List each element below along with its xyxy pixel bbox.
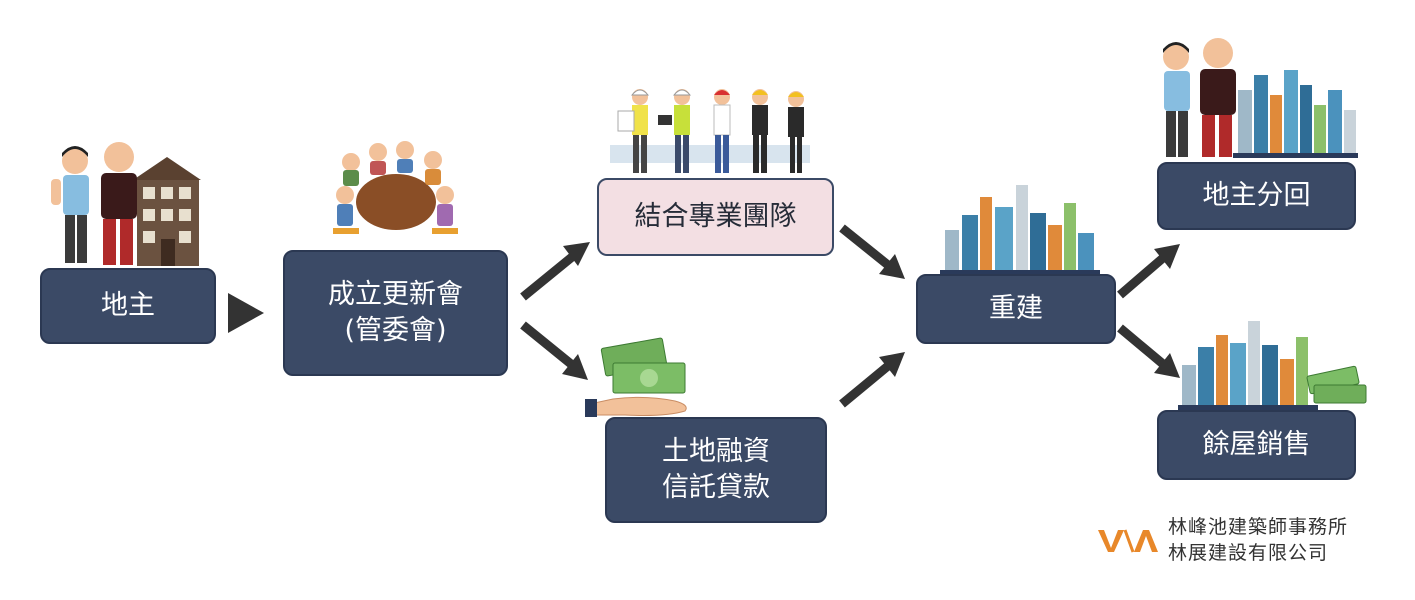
node-rebuild-label: 重建 [989,293,1043,324]
node-professional-team: 結合專業團隊 [597,178,834,256]
arrow-rebuild-to-return [1117,244,1180,299]
arrow-committee-to-team [520,242,590,301]
professional-team-illustration [610,85,810,177]
meeting-illustration [333,140,458,248]
node-financing-label-line1: 土地融資 [662,436,770,467]
arrow-finance-to-rebuild [839,352,905,408]
node-committee-label-line1: 成立更新會 [328,279,463,310]
node-rebuild: 重建 [916,274,1116,344]
node-landowner-return: 地主分回 [1157,162,1356,230]
node-landowner: 地主 [40,268,216,344]
node-landowner-return-label: 地主分回 [1202,180,1311,211]
node-financing-label-line2: 信託貸款 [662,472,770,503]
arrow-landowner-to-committee [228,293,264,333]
node-committee-label-line2: (管委會) [344,315,447,346]
brand-name-line1: 林峰池建築師事務所 [1168,516,1349,538]
arrow-rebuild-to-sale [1117,324,1180,378]
node-remaining-sale-label: 餘屋銷售 [1202,429,1311,460]
brand-name-line2: 林展建設有限公司 [1168,542,1329,564]
city-illustration [940,185,1100,275]
arrow-committee-to-finance [520,321,588,380]
arrow-team-to-rebuild [839,224,905,279]
node-financing: 土地融資 信託貸款 [605,417,827,523]
brand-logo [1098,528,1160,554]
city-money-illustration [1178,315,1368,411]
node-professional-team-label: 結合專業團隊 [634,201,797,232]
landowner-house-illustration [45,135,210,270]
node-committee: 成立更新會 (管委會) [283,250,508,376]
node-remaining-sale: 餘屋銷售 [1157,410,1356,480]
landowner-city-illustration [1148,35,1358,160]
node-landowner-label: 地主 [101,290,155,321]
money-hand-illustration [585,335,695,420]
